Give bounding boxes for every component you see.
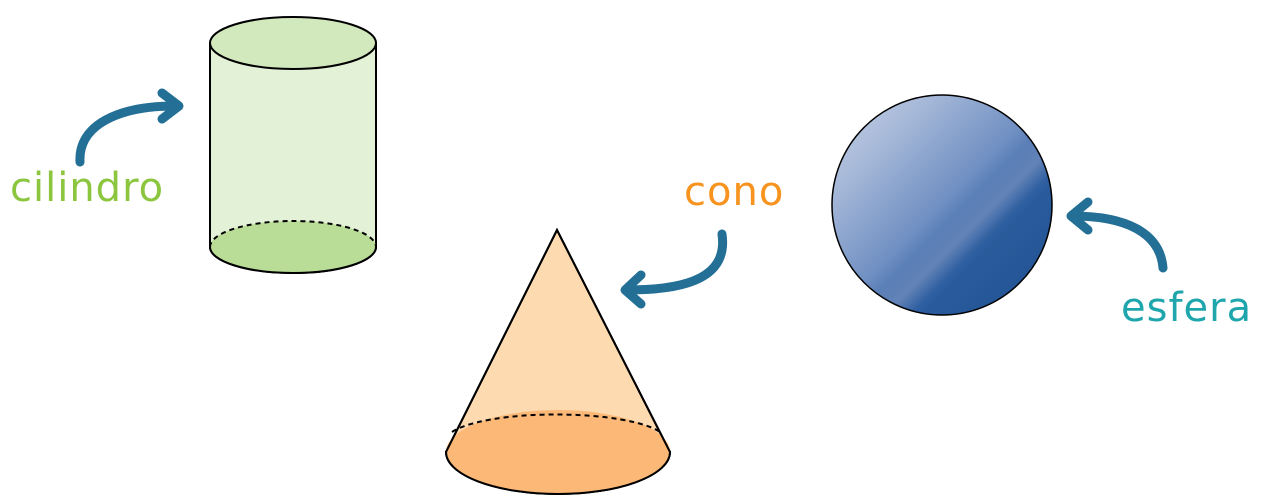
cylinder-arrow-head xyxy=(157,88,184,124)
cone-base-back-edge xyxy=(451,413,661,433)
cylinder-bottom-face xyxy=(210,221,376,273)
cone-side-edges xyxy=(445,227,671,453)
cone-base-front-edge xyxy=(445,451,671,495)
cylinder-arrow xyxy=(75,88,184,167)
sphere-arrow-shaft xyxy=(1067,211,1168,273)
cone-base-face xyxy=(446,410,670,494)
cone-arrow-head xyxy=(620,270,646,309)
cone xyxy=(444,227,672,495)
sphere-sheen xyxy=(833,96,1051,314)
cylinder-label: cilindro xyxy=(10,165,165,211)
sphere-arrow xyxy=(1066,197,1168,273)
cone-arrow-shaft xyxy=(622,229,728,295)
cylinder-bottom-back-edge xyxy=(209,220,377,248)
sphere-arrow-head xyxy=(1066,197,1093,235)
cylinder-arrow-shaft xyxy=(75,101,180,167)
cylinder-top-face xyxy=(209,16,377,70)
cylinder-bottom-front-edge xyxy=(209,246,377,274)
cone-arrow xyxy=(620,229,728,309)
cylinder xyxy=(209,16,377,274)
cone-label: cono xyxy=(684,169,785,215)
sphere xyxy=(831,94,1053,316)
sphere-label: esfera xyxy=(1121,285,1253,331)
